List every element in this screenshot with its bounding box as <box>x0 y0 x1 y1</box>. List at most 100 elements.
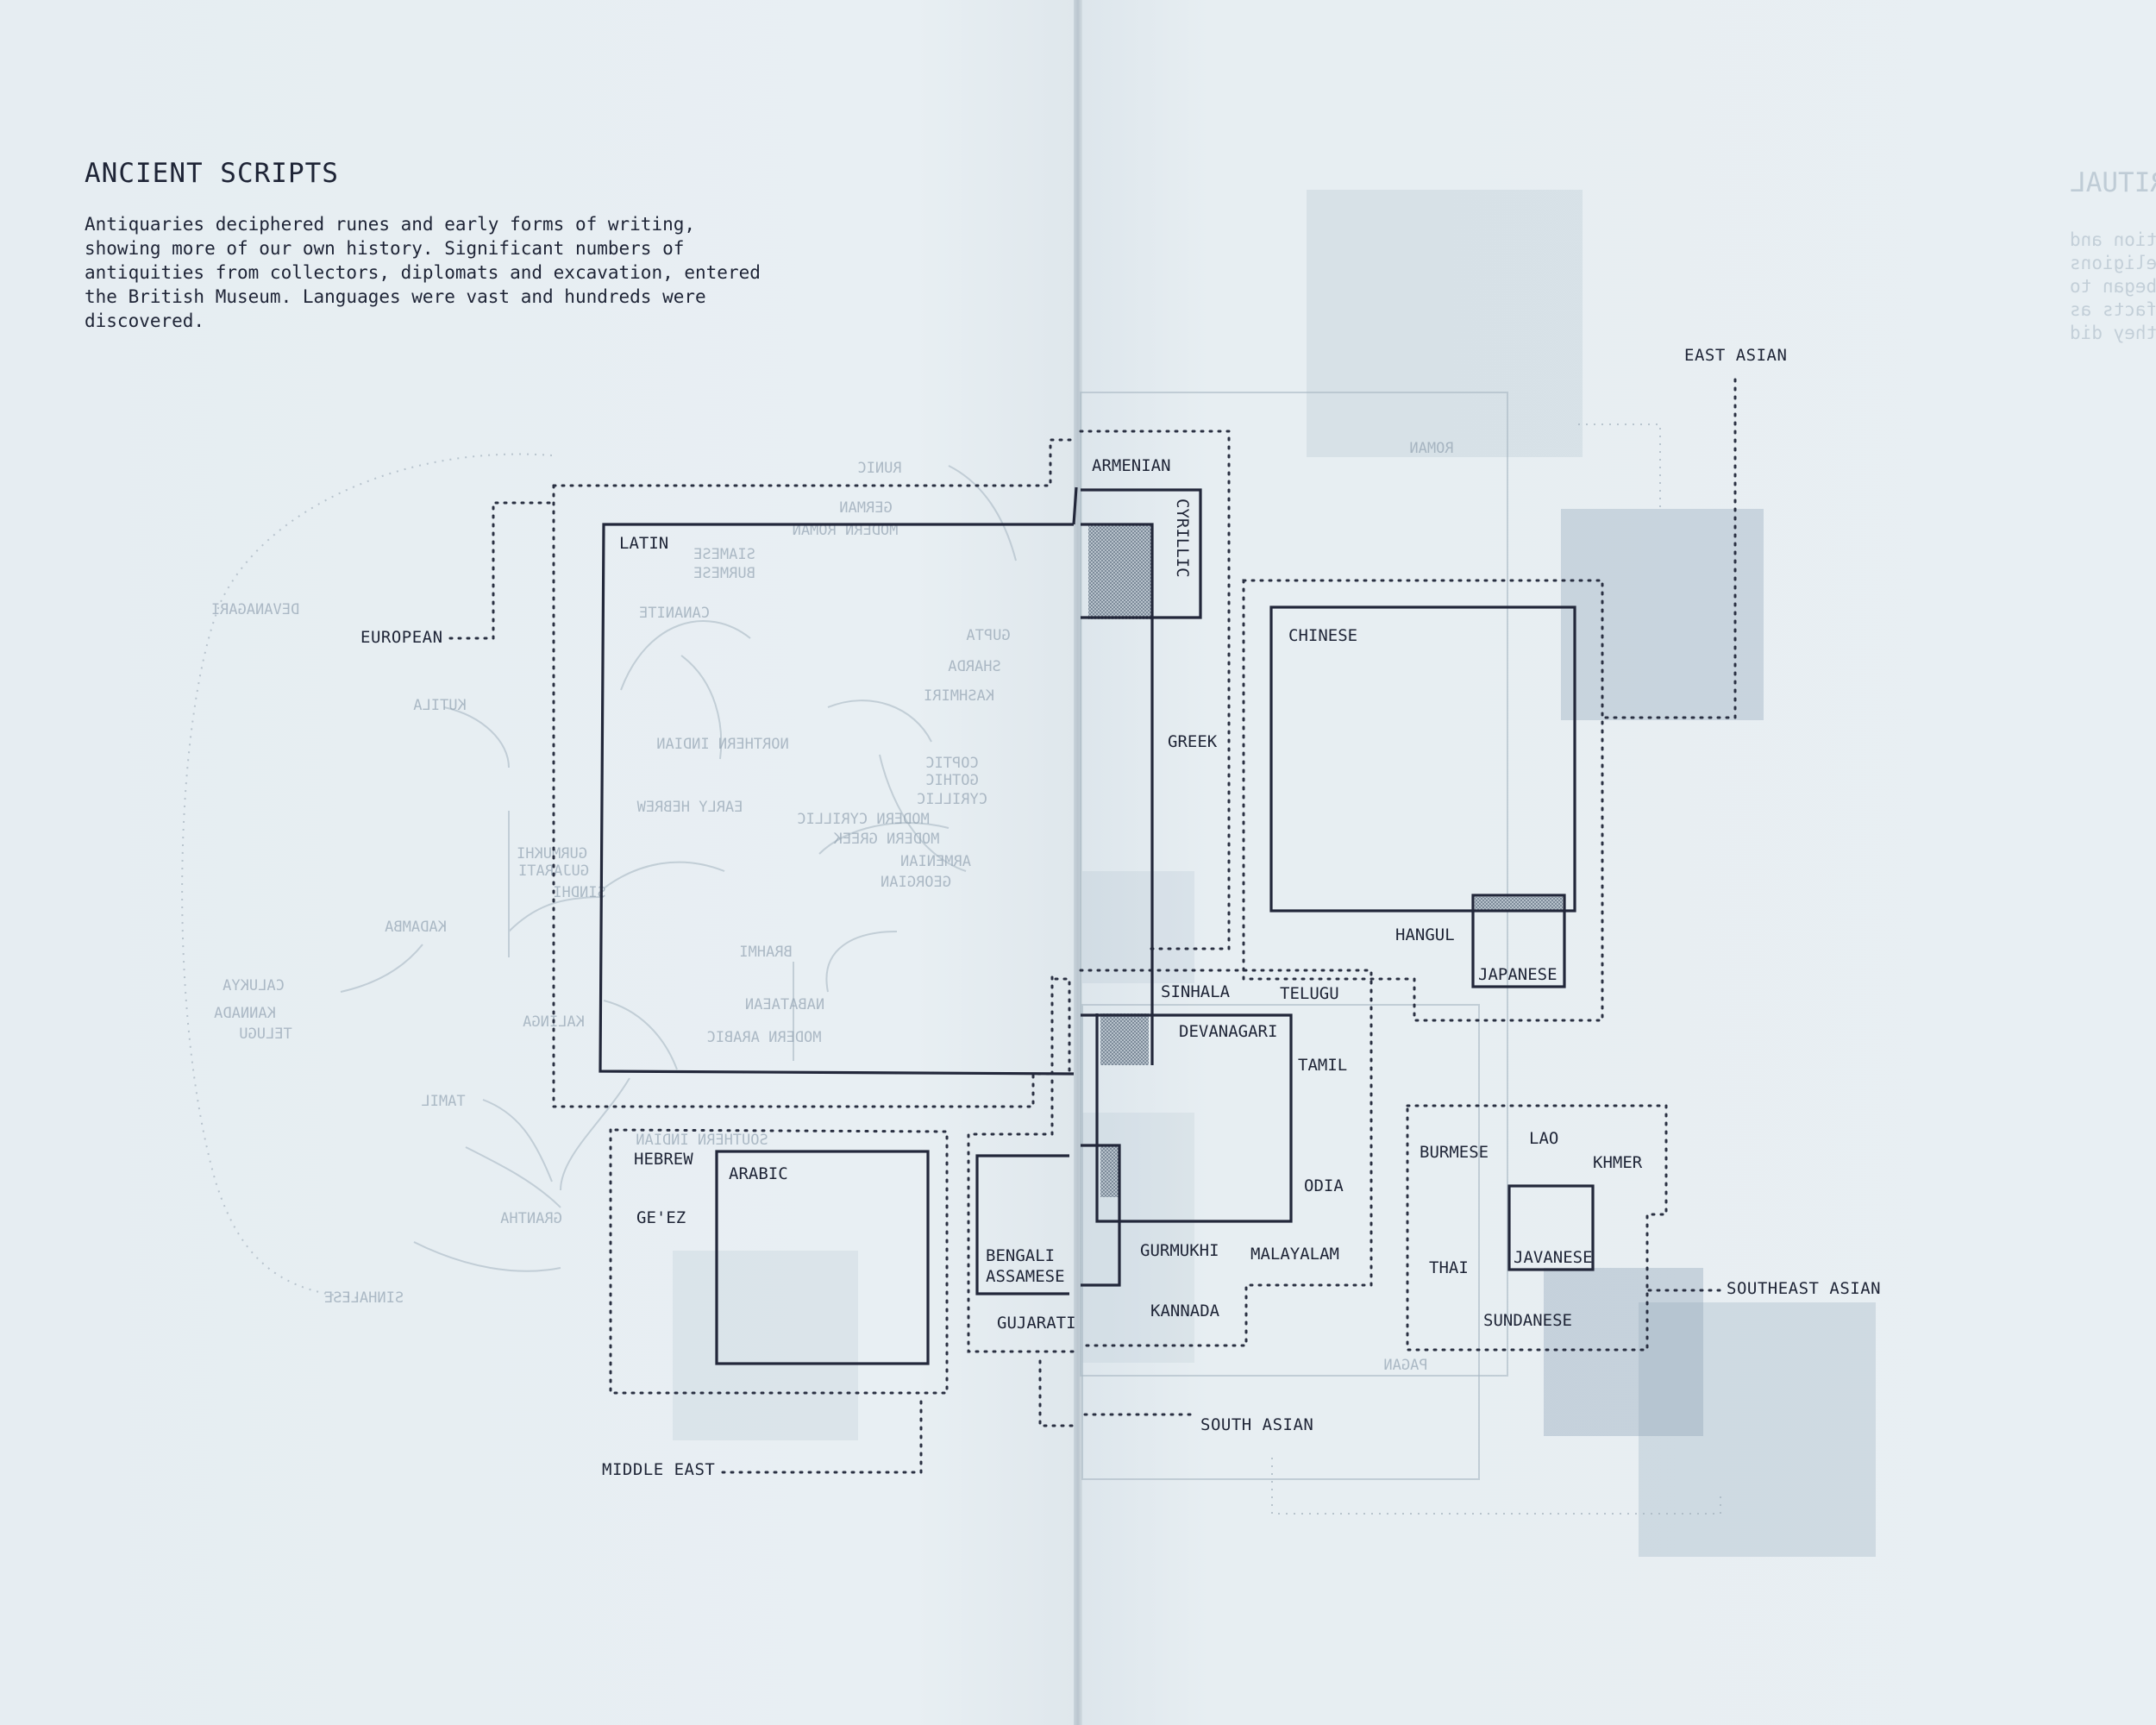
chinese-box <box>1269 605 1576 913</box>
ghost-shade-4 <box>1639 1302 1876 1557</box>
ghost-label: SOUTHERN INDIAN <box>636 1132 768 1149</box>
southeast-asian-region-outline <box>1406 1104 1668 1352</box>
east-asian-region-outline <box>1242 579 1604 1022</box>
arabic-box <box>715 1150 930 1365</box>
ghost-body-line: and other cultures. Enlightenment schola… <box>2070 276 2156 297</box>
right-page <box>1081 0 2156 1725</box>
ghost-shade-1 <box>1307 190 1583 457</box>
region-label-european: EUROPEAN <box>360 628 443 647</box>
script-label-greek: GREEK <box>1168 732 1218 751</box>
ghost-label: NABATAEAN <box>745 996 824 1013</box>
latin-box-right <box>1072 486 1154 1065</box>
ghost-title: RELIGION AND RITUAL <box>2070 167 2156 198</box>
script-label-devanagari: DEVANAGARI <box>1179 1022 1277 1041</box>
south-asian-region-outline <box>1079 969 1373 1347</box>
ghost-label: SINDHI <box>553 884 605 901</box>
ghost-label: TAMIL <box>421 1093 465 1110</box>
left-page <box>0 0 1075 1725</box>
ghost-label: GEORGIAN <box>881 874 951 891</box>
ghost-label: RUNIC <box>857 460 901 477</box>
ghost-shade-6 <box>1082 871 1194 983</box>
ghost-label: SHARDA <box>948 658 1000 675</box>
ghost-label: CALUKYA <box>222 977 285 994</box>
region-label-east-asian: EAST ASIAN <box>1684 346 1787 365</box>
middle-east-leader <box>721 1400 923 1474</box>
ghost-label: MODERN ARABIC <box>706 1029 821 1046</box>
hangul-japanese-overlap <box>1475 897 1563 911</box>
script-label-gujarati: GUJARATI <box>997 1314 1076 1333</box>
script-label-assamese: ASSAMESE <box>986 1267 1065 1286</box>
ghost-label: SINHALESE <box>324 1289 404 1307</box>
european-region-outline <box>552 438 1078 487</box>
script-label-burmese: BURMESE <box>1420 1143 1489 1162</box>
ghost-oval <box>181 453 553 1299</box>
ghost-label: KADAMBA <box>385 919 447 936</box>
devanagari-box <box>1081 1013 1293 1223</box>
ghost-frame-1 <box>1080 392 1508 1377</box>
ghost-shade-3 <box>1544 1268 1703 1436</box>
ghost-curves <box>340 465 1017 1272</box>
ghost-shade-2 <box>1561 509 1764 720</box>
cyrillic-box <box>1081 488 1202 619</box>
script-label-tamil: TAMIL <box>1298 1056 1347 1075</box>
script-label-kannada: KANNADA <box>1150 1302 1220 1320</box>
ghost-label: MODERN GREEK <box>833 831 940 848</box>
middle-east-region-outline <box>609 1128 949 1395</box>
script-label-sinhala: SINHALA <box>1161 982 1231 1001</box>
ghost-label: GUJARATI <box>518 862 589 880</box>
ghost-body-line: The Christian mistrust surrounding super… <box>2070 229 2156 250</box>
cyrillic-latin-overlap <box>1088 524 1152 619</box>
bengali-overlap <box>1100 1145 1119 1197</box>
script-label-armenian: ARMENIAN <box>1092 456 1171 475</box>
ghost-frame-2 <box>1081 1004 1480 1480</box>
show-through-layer: RELIGION AND RITUAL The Christian mistru… <box>181 167 2156 1557</box>
region-label-south-asian: SOUTH ASIAN <box>1200 1415 1313 1434</box>
script-label-hebrew: HEBREW <box>634 1150 693 1169</box>
region-outlines <box>448 378 1737 1474</box>
ghost-label: MODERN CYRILLIC <box>797 811 930 828</box>
ghost-label: KANNADA <box>214 1005 276 1022</box>
script-label-khmer: KHMER <box>1593 1153 1643 1172</box>
ghost-label: MODERN ROMAN <box>793 522 899 539</box>
japanese-box <box>1471 894 1566 988</box>
script-label-malayalam: MALAYALAM <box>1250 1245 1339 1264</box>
script-label-japanese: JAPANESE <box>1478 965 1557 984</box>
ghost-label: KUTILA <box>413 697 466 714</box>
script-label-sundanese: SUNDANESE <box>1483 1311 1572 1330</box>
ghost-body-line: magic, led to complete ignorance over ot… <box>2070 253 2156 273</box>
ghost-label: EARLY HEBREW <box>636 799 743 816</box>
ghost-label: TELUGU <box>239 1026 291 1043</box>
ghost-shade-5 <box>673 1251 858 1440</box>
script-label-geez: GE'EZ <box>636 1208 686 1227</box>
european-region-outline-2 <box>552 484 1071 1108</box>
script-label-telugu: TELUGU <box>1280 984 1339 1003</box>
ghost-dotted-outline <box>1271 423 1721 1515</box>
script-boxes <box>599 486 1595 1365</box>
script-label-javanese: JAVANESE <box>1514 1248 1593 1267</box>
ghost-label: GERMAN <box>839 499 892 517</box>
ghost-body-line: study cults and cultures, collecting art… <box>2070 299 2156 320</box>
script-label-bengali: BENGALI <box>986 1246 1055 1265</box>
ghost-shade-7 <box>1082 1113 1194 1363</box>
latin-box <box>599 523 1075 1076</box>
page-title: ANCIENT SCRIPTS <box>85 158 339 189</box>
script-label-hangul: HANGUL <box>1395 925 1455 944</box>
ghost-label: NORTHERN INDIAN <box>656 736 789 753</box>
ghost-label: PAGAN <box>1383 1357 1427 1374</box>
south-asian-region-outline-2 <box>967 975 1075 1353</box>
ghost-label: KASHMIRI <box>924 687 994 705</box>
south-asian-leader <box>1038 1359 1192 1427</box>
script-label-lao: LAO <box>1529 1129 1558 1148</box>
region-label-southeast-asian: SOUTHEAST ASIAN <box>1727 1279 1881 1298</box>
ghost-label: BRAHMI <box>739 944 792 961</box>
bengali-box <box>975 1144 1121 1295</box>
script-label-chinese: CHINESE <box>1288 626 1357 645</box>
script-label-latin: LATIN <box>619 534 668 553</box>
ghost-label: CYRILLIC <box>917 791 987 808</box>
region-label-middle-east: MIDDLE EAST <box>602 1460 715 1479</box>
script-label-odia: ODIA <box>1304 1176 1344 1195</box>
ghost-label: SIAMESE <box>693 546 755 563</box>
ghost-label: GRANTHA <box>500 1210 562 1227</box>
